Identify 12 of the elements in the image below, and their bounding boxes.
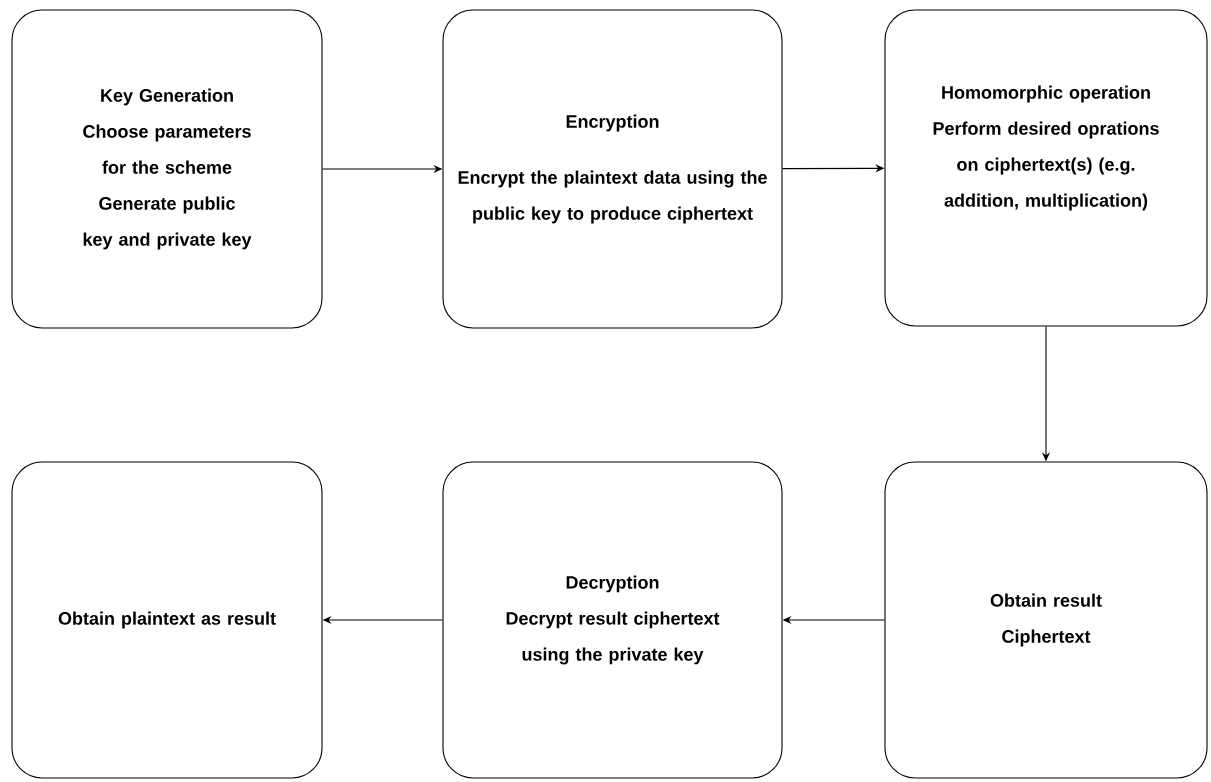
- box-text: Obtain result Ciphertext: [990, 593, 1102, 647]
- box-text: Decryption Decrypt result ciphertext using the private key: [506, 575, 720, 665]
- process-box: [442, 9, 783, 329]
- box-text: Key Generation Choose parameters for the scheme Generate public key and private key: [83, 88, 252, 250]
- box-text: Encryption Encrypt the plaintext data using the public key to produce ciphertext: [458, 114, 767, 224]
- process-box: [11, 461, 323, 779]
- process-box: [884, 9, 1208, 327]
- process-box: [442, 461, 783, 779]
- box-text: Obtain plaintext as result: [58, 611, 276, 629]
- box-text: Homomorphic operation Perform desired oprations on ciphertext(s) (e.g. addition, multiplication): [933, 85, 1159, 211]
- process-box: [884, 461, 1208, 779]
- process-box: [11, 9, 323, 329]
